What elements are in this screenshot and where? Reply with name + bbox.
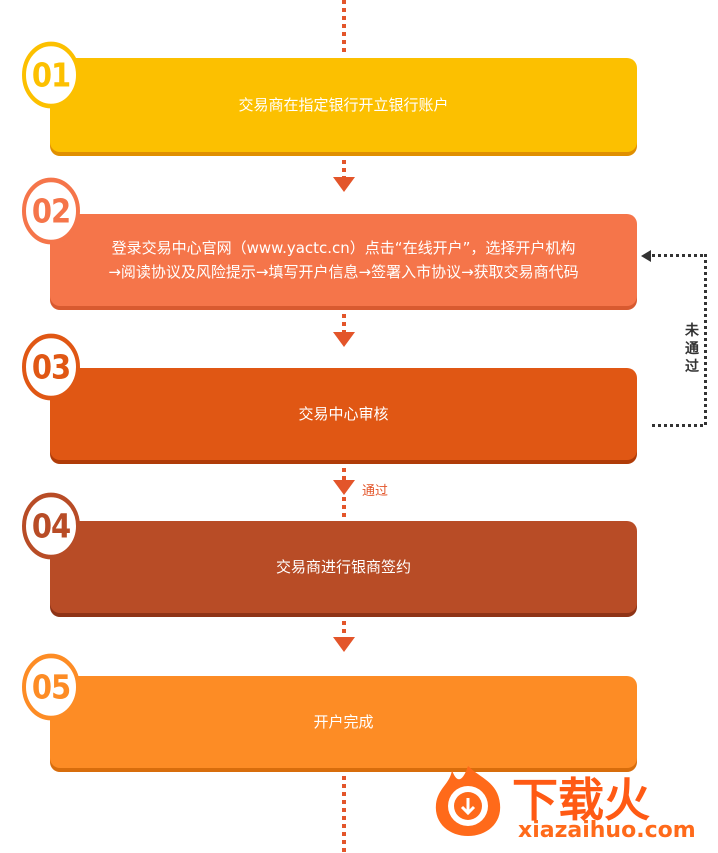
step-3-text: 交易中心审核 — [298, 405, 389, 423]
step-1-number: 01 — [31, 55, 71, 95]
failed-label: 未通过 — [685, 323, 699, 375]
arrow-down-icon — [333, 177, 355, 192]
watermark-logo — [428, 760, 508, 840]
step-5-text: 开户完成 — [313, 713, 374, 731]
step-1-text: 交易商在指定银行开立银行账户 — [238, 96, 449, 114]
step-3-number: 03 — [31, 347, 71, 387]
feedback-line-bottom — [652, 424, 706, 427]
connector-4-5 — [342, 613, 346, 637]
step-5-number: 05 — [31, 667, 71, 707]
step-1-number-badge: 01 — [22, 41, 80, 109]
step-2-text: 登录交易中心官网（www.yactc.cn）点击“在线开户”，选择开户机构 →阅… — [108, 239, 579, 281]
arrow-down-icon — [333, 480, 355, 495]
step-4-box: 交易商进行银商签约 — [50, 521, 637, 613]
passed-label: 通过 — [362, 484, 389, 499]
step-2-number: 02 — [31, 191, 71, 231]
feedback-arrow-icon — [641, 250, 651, 262]
connector-bottom — [342, 768, 346, 853]
flame-logo-icon — [435, 766, 501, 836]
step-4-number-badge: 04 — [22, 492, 80, 560]
connector-2-3 — [342, 306, 346, 332]
step-3-box: 交易中心审核 — [50, 368, 637, 460]
connector-top — [342, 0, 346, 55]
step-3-number-badge: 03 — [22, 333, 80, 401]
step-1-box: 交易商在指定银行开立银行账户 — [50, 58, 637, 152]
step-4-text: 交易商进行银商签约 — [275, 558, 411, 576]
connector-1-2 — [342, 152, 346, 177]
watermark-brand: 下载火 — [512, 773, 650, 827]
step-2-box: 登录交易中心官网（www.yactc.cn）点击“在线开户”，选择开户机构 →阅… — [50, 214, 637, 306]
arrow-down-icon — [333, 332, 355, 347]
step-4-number: 04 — [31, 506, 71, 546]
watermark-url: xiazaihuo.com — [518, 818, 696, 843]
step-5-number-badge: 05 — [22, 653, 80, 721]
step-2-number-badge: 02 — [22, 177, 80, 245]
connector-3-4b — [342, 497, 346, 519]
step-5-box: 开户完成 — [50, 676, 637, 768]
connector-3-4 — [342, 460, 346, 480]
arrow-down-icon — [333, 637, 355, 652]
feedback-line-right — [704, 254, 707, 427]
feedback-line-top — [652, 254, 706, 257]
